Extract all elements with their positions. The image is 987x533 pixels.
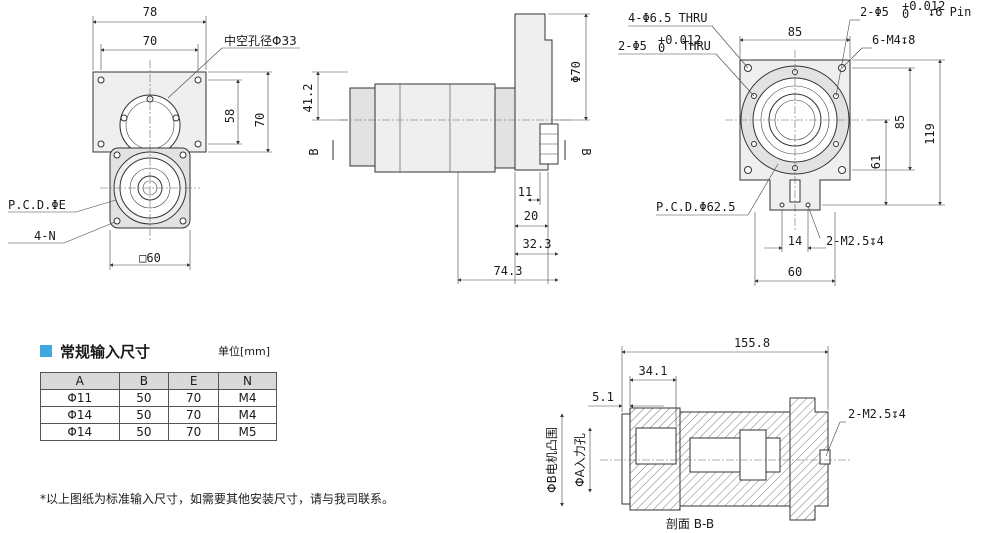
table-cell: 50	[118, 423, 170, 441]
table-cell: 50	[118, 406, 170, 424]
right-dim-60: 60	[788, 265, 802, 279]
section-dim-5-1: 5.1	[592, 390, 614, 404]
dim-20: 20	[524, 209, 538, 223]
col-e-header: E	[168, 372, 219, 390]
section-caption: 剖面 B-B	[666, 517, 714, 531]
right-view: 4-Φ6.5 THRU 2-Φ5 +0.012 0 THRU 2-Φ5 +0.0…	[618, 0, 971, 286]
table-cell: Φ14	[40, 423, 120, 441]
right-m25-label: 2-M2.5↧4	[826, 234, 884, 248]
table-cell: M4	[217, 406, 278, 424]
pcd-62-5-label: P.C.D.Φ62.5	[656, 200, 735, 214]
col-n-header: N	[217, 372, 278, 390]
dim-11: 11	[518, 185, 532, 199]
pin-thru-label: THRU	[682, 39, 711, 53]
right-dim-61: 61	[869, 155, 883, 169]
spec-table-unit: 单位[mm]	[218, 345, 271, 358]
pin-tol-b-low: 0	[658, 41, 665, 55]
pin-depth-label: ↧6 Pin	[928, 5, 971, 19]
right-dim-85-top: 85	[788, 25, 802, 39]
tapped-holes-label: 6-M4↧8	[872, 33, 915, 47]
front-dim-right-58: 58	[223, 109, 237, 123]
front-view: 78 70 中空孔径Φ33 70 58 P.C.D.ΦE 4-N □60	[8, 5, 300, 270]
holes-n-label: 4-N	[34, 229, 56, 243]
section-m25-label: 2-M2.5↧4	[848, 407, 906, 421]
pin-tol-a-low: 0	[902, 7, 909, 21]
col-a-header: A	[40, 372, 120, 390]
table-row: Φ11 50 70 M4	[40, 389, 278, 407]
dim-41-2: 41.2	[301, 84, 315, 113]
pin-holes-a: 2-Φ5	[860, 5, 889, 19]
table-cell: 70	[168, 423, 219, 441]
pin-tol-b: +0.012	[658, 33, 701, 47]
front-dim-70: 70	[143, 34, 157, 48]
motor-boss-label: ΦB电机凸围	[545, 427, 559, 493]
table-cell: M5	[217, 423, 278, 441]
spec-table-section: 常规输入尺寸 单位[mm] A B E N Φ11 50 70 M4 Φ14 5…	[40, 340, 340, 441]
right-dim-85-side: 85	[893, 115, 907, 129]
right-dim-119: 119	[923, 123, 937, 145]
table-cell: 70	[168, 389, 219, 407]
table-cell: Φ11	[40, 389, 120, 407]
table-cell: Φ14	[40, 406, 120, 424]
dim-74-3: 74.3	[494, 264, 523, 278]
table-cell: M4	[217, 389, 278, 407]
pin-tol-a: +0.012	[902, 0, 945, 13]
section-mark-right: B	[579, 148, 593, 155]
front-dim-78: 78	[143, 5, 157, 19]
table-row: Φ14 50 70 M4	[40, 406, 278, 424]
table-header-row: A B E N	[40, 372, 278, 390]
side-view: B B 41.2 Φ70 11 20 32.3 74.3	[301, 13, 593, 284]
front-dim-right-70: 70	[253, 113, 267, 127]
input-hole-label: ΦA入力孔	[573, 433, 587, 487]
spec-table-header: 常规输入尺寸 单位[mm]	[40, 340, 340, 362]
section-square-icon	[40, 345, 52, 357]
pcd-e-label: P.C.D.ΦE	[8, 198, 66, 212]
footnote: *以上图纸为标准输入尺寸，如需要其他安装尺寸，请与我司联系。	[40, 492, 395, 506]
square-60-label: □60	[139, 251, 161, 265]
section-dim-34-1: 34.1	[639, 364, 668, 378]
pin-holes-b: 2-Φ5	[618, 39, 647, 53]
section-dim-155-8: 155.8	[734, 336, 770, 350]
spec-table: A B E N Φ11 50 70 M4 Φ14 50 70 M4 Φ14 50	[40, 372, 278, 441]
col-b-header: B	[118, 372, 170, 390]
table-row: Φ14 50 70 M5	[40, 423, 278, 441]
section-mark-left: B	[307, 148, 321, 155]
spec-table-title: 常规输入尺寸	[60, 342, 151, 361]
table-cell: 70	[168, 406, 219, 424]
section-view: 155.8 34.1 5.1 2-M2.5↧4 ΦB电机凸围 ΦA入力孔 剖面 …	[545, 336, 906, 531]
dim-phi-70: Φ70	[569, 61, 583, 83]
table-cell: 50	[118, 389, 170, 407]
hollow-hole-label: 中空孔径Φ33	[224, 33, 297, 48]
thru-holes-label: 4-Φ6.5 THRU	[628, 11, 707, 25]
dim-32-3: 32.3	[523, 237, 552, 251]
right-dim-14: 14	[788, 234, 802, 248]
